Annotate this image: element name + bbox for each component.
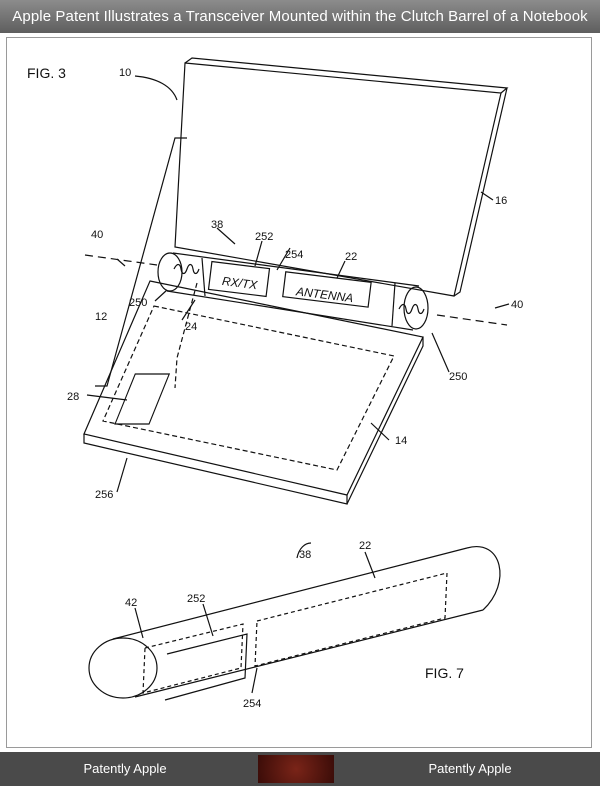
footer-brand-right: Patently Apple: [340, 752, 600, 786]
dashed-antenna-region: [103, 306, 394, 470]
ref-40-left: 40: [91, 229, 103, 241]
brace-12: [95, 138, 187, 386]
ref-250-right: 250: [449, 371, 467, 383]
ref-10: 10: [119, 67, 131, 79]
notebook-base: [84, 281, 423, 504]
rx-tx-box-label: RX/TX: [221, 274, 259, 292]
ref-24: 24: [185, 321, 197, 333]
ref-28: 28: [67, 391, 79, 403]
ref-40-right: 40: [511, 299, 523, 311]
ref-256: 256: [95, 489, 113, 501]
patent-drawing: FIG. 3 10 16 38 252 254 22 40 40 250 250…: [7, 38, 591, 747]
footer-brand-left: Patently Apple: [0, 752, 250, 786]
ref-252-fig7: 252: [187, 593, 205, 605]
ref-38-fig7: 38: [299, 549, 311, 561]
hinge-spring-right: [399, 305, 424, 314]
ref-254-fig7: 254: [243, 698, 261, 710]
ref-250-left: 250: [129, 297, 147, 309]
ref-14: 14: [395, 435, 407, 447]
ref-16: 16: [495, 195, 507, 207]
fig7-label: FIG. 7: [425, 665, 464, 681]
ref-42: 42: [125, 597, 137, 609]
leader-lines-fig7: [135, 543, 375, 693]
footer-bar: Patently Apple Patently Apple: [0, 752, 600, 786]
ref-254: 254: [285, 249, 303, 261]
ref-38: 38: [211, 219, 223, 231]
ref-252: 252: [255, 231, 273, 243]
patent-figure-panel: FIG. 3 10 16 38 252 254 22 40 40 250 250…: [6, 37, 592, 748]
ref-22: 22: [345, 251, 357, 263]
ref-22-fig7: 22: [359, 540, 371, 552]
brand-logo: [258, 755, 334, 783]
fig3-label: FIG. 3: [27, 65, 66, 81]
page-title: Apple Patent Illustrates a Transceiver M…: [0, 0, 600, 33]
hinge-spring-left: [174, 265, 199, 274]
dashed-lead-line: [175, 283, 197, 388]
ref-12: 12: [95, 311, 107, 323]
